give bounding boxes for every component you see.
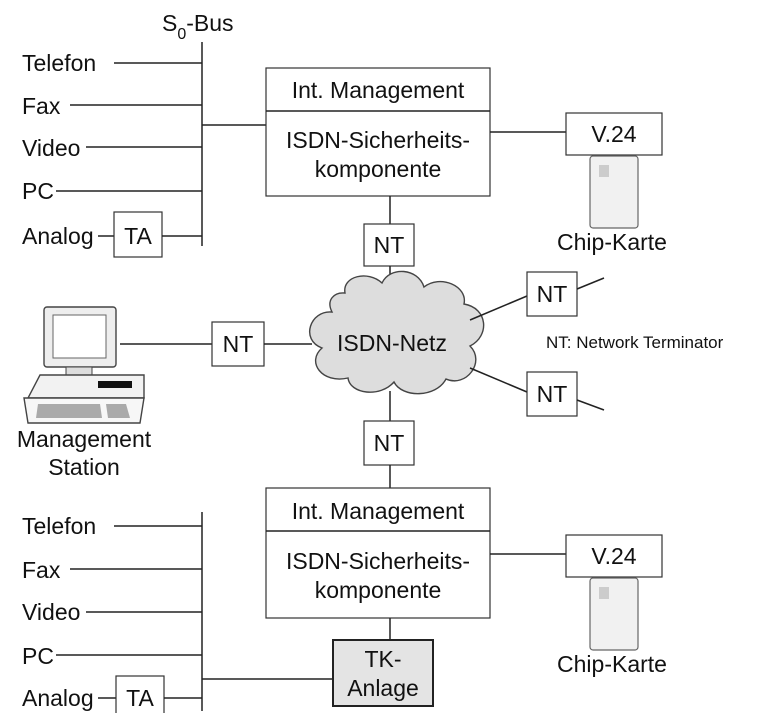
- bottom-device-video: Video: [22, 599, 80, 625]
- bottom-chipcard-icon: [589, 577, 639, 651]
- tk-anlage-box: [332, 639, 434, 707]
- bottom-device-telefon: Telefon: [22, 513, 96, 539]
- bottom-component-line1: ISDN-Sicherheits-: [286, 548, 470, 574]
- top-int-management-label: Int. Management: [292, 77, 465, 103]
- top-chipcard-label: Chip-Karte: [557, 229, 667, 255]
- bottom-device-fax: Fax: [22, 557, 61, 583]
- top-nt-box: [363, 223, 415, 267]
- left-nt-box: [211, 321, 265, 367]
- management-station-computer-icon: [23, 306, 145, 424]
- station-label-line1: Management: [17, 426, 152, 452]
- right-lower-nt-outlink: [576, 399, 605, 411]
- tk-anlage-label-line1: TK-: [364, 646, 401, 672]
- top-device-video: Video: [22, 135, 80, 161]
- bottom-ta-box: [115, 675, 165, 713]
- top-device-analog: Analog: [22, 223, 94, 249]
- bottom-v24-box: [565, 534, 663, 578]
- right-lower-nt-box: [526, 371, 578, 417]
- s0-bus-label: S0-Bus: [162, 10, 234, 43]
- isdn-network-cloud: [309, 270, 485, 395]
- top-v24-box: [565, 112, 663, 156]
- bottom-int-management-label: Int. Management: [292, 498, 465, 524]
- top-security-component: [265, 67, 491, 197]
- top-component-line2: komponente: [315, 156, 442, 182]
- left-nt-label: NT: [223, 331, 254, 357]
- isdn-network-label: ISDN-Netz: [337, 330, 447, 356]
- right-upper-nt-line: [469, 295, 528, 321]
- top-nt-label: NT: [374, 232, 405, 258]
- bottom-nt-box: [363, 420, 415, 466]
- bottom-device-pc: PC: [22, 643, 54, 669]
- top-device-fax: Fax: [22, 93, 61, 119]
- bottom-chipcard-label: Chip-Karte: [557, 651, 667, 677]
- bottom-v24-label: V.24: [591, 543, 636, 569]
- right-upper-nt-box: [526, 271, 578, 317]
- bottom-security-component: [265, 487, 491, 619]
- tk-anlage-label-line2: Anlage: [347, 675, 419, 701]
- right-lower-nt-label: NT: [537, 381, 568, 407]
- top-ta-label: TA: [124, 223, 152, 249]
- top-device-telefon: Telefon: [22, 50, 96, 76]
- right-upper-nt-label: NT: [537, 281, 568, 307]
- bottom-ta-label: TA: [126, 685, 154, 711]
- nt-legend: NT: Network Terminator: [546, 333, 724, 352]
- right-upper-nt-outlink: [576, 277, 605, 290]
- bottom-component-line2: komponente: [315, 577, 442, 603]
- right-lower-nt-line: [469, 367, 528, 393]
- top-device-pc: PC: [22, 178, 54, 204]
- top-ta-box: [113, 211, 163, 258]
- top-v24-label: V.24: [591, 121, 636, 147]
- top-component-line1: ISDN-Sicherheits-: [286, 127, 470, 153]
- station-label-line2: Station: [48, 454, 120, 480]
- bottom-device-analog: Analog: [22, 685, 94, 711]
- top-chipcard-icon: [589, 155, 639, 229]
- bottom-nt-label: NT: [374, 430, 405, 456]
